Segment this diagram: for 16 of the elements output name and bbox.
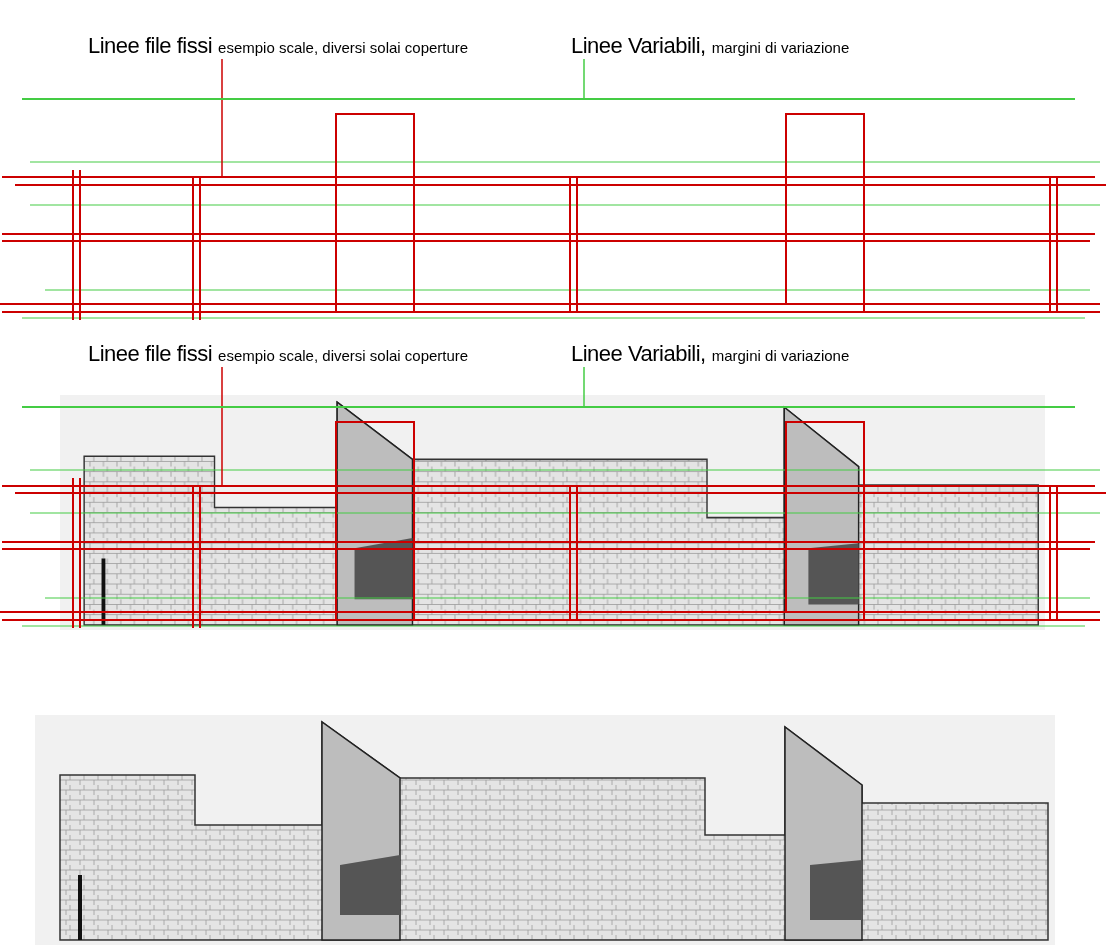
note-text: margini di variazione [711,346,850,366]
grid-line [22,406,1075,408]
note-text: esempio scale, diversi solai coperture [218,38,469,58]
heading-text: Linee Variabili, [571,33,706,59]
grid-line [22,98,1075,100]
leader-line [583,58,585,99]
grid-line [2,176,1095,178]
leader-line [221,58,223,177]
grid-line [2,485,1095,487]
note-text: margini di variazione [711,38,850,58]
leader-line [221,366,223,486]
heading-text: Linee Variabili, [571,341,706,367]
heading-text: Linee file fissi [88,341,213,367]
note-text: esempio scale, diversi solai coperture [218,346,469,366]
heading-text: Linee file fissi [88,33,213,59]
leader-line [583,366,585,407]
